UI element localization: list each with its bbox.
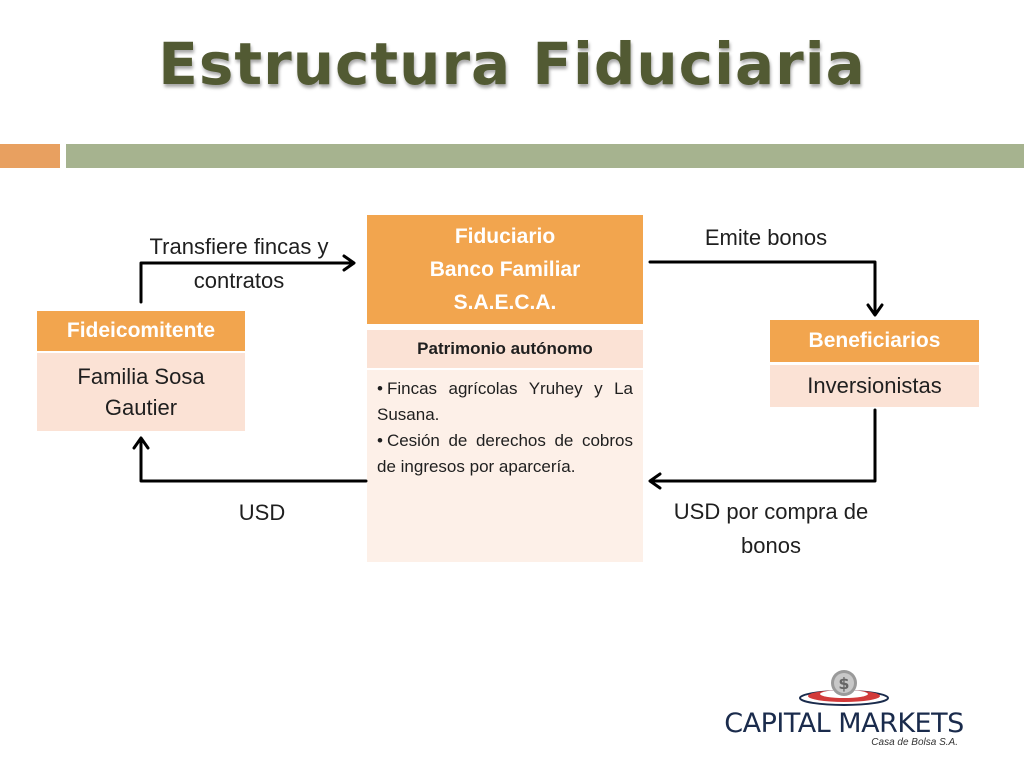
beneficiarios-header: Beneficiarios: [770, 320, 979, 362]
logo-subtitle: Casa de Bolsa S.A.: [871, 737, 958, 748]
patrimonio-bullet: •Cesión de derechos de cobros de ingreso…: [377, 431, 633, 476]
edge-label-transfiere: Transfiere fincas y contratos: [126, 230, 352, 298]
accent-bar-orange: [0, 144, 60, 168]
fideicomitente-line: Gautier: [104, 395, 178, 420]
arrow-emite-head: [866, 303, 884, 317]
fideicomitente-header: Fideicomitente: [37, 311, 245, 351]
edge-label-usd: USD: [238, 500, 286, 525]
patrimonio-header: Patrimonio autónomo: [367, 328, 643, 370]
edge-label-line: bonos: [741, 533, 801, 558]
svg-text:$: $: [838, 674, 849, 693]
edge-label-line: contratos: [193, 268, 285, 293]
edge-label-emite: Emite bonos: [704, 225, 828, 250]
edge-label-usd-compra: USD por compra de bonos: [646, 495, 896, 563]
arrow-usd-compra: [650, 408, 877, 483]
beneficiarios-body: Inversionistas: [770, 365, 979, 407]
page-title: Estructura Fiduciaria: [158, 30, 866, 98]
fiduciario-line: Fiduciario: [454, 225, 556, 248]
fiduciario-line: S.A.E.C.A.: [453, 291, 557, 314]
edge-label-line: Transfiere fincas y: [149, 234, 329, 259]
arrow-usd-compra-head: [648, 472, 662, 490]
fiduciario-header: Fiduciario Banco Familiar S.A.E.C.A.: [367, 215, 643, 324]
patrimonio-bullet: •Fincas agrícolas Yruhey y La Susana.: [377, 379, 633, 424]
accent-bar-green: [66, 144, 1024, 168]
dollar-coin-icon: $: [799, 670, 889, 706]
capital-markets-logo: $ CAPITAL MARKETS Casa de Bolsa S.A.: [722, 666, 966, 750]
arrow-transfiere: [139, 261, 354, 304]
arrow-emite: [648, 260, 877, 315]
fideicomitente-line: Familia Sosa: [77, 364, 205, 389]
edge-label-line: USD por compra de: [673, 499, 869, 524]
fideicomitente-body: Familia Sosa Gautier: [37, 353, 245, 431]
patrimonio-body: •Fincas agrícolas Yruhey y La Susana. •C…: [367, 370, 643, 562]
logo-wordmark: CAPITAL MARKETS: [724, 708, 964, 739]
bullet-text: Cesión de derechos de cobros de ingresos…: [377, 431, 633, 476]
arrow-usd: [139, 438, 368, 483]
bullet-text: Fincas agrícolas Yruhey y La Susana.: [377, 379, 633, 424]
arrow-transfiere-head: [342, 254, 356, 272]
arrow-usd-head: [132, 436, 150, 450]
fiduciario-line: Banco Familiar: [429, 258, 581, 281]
